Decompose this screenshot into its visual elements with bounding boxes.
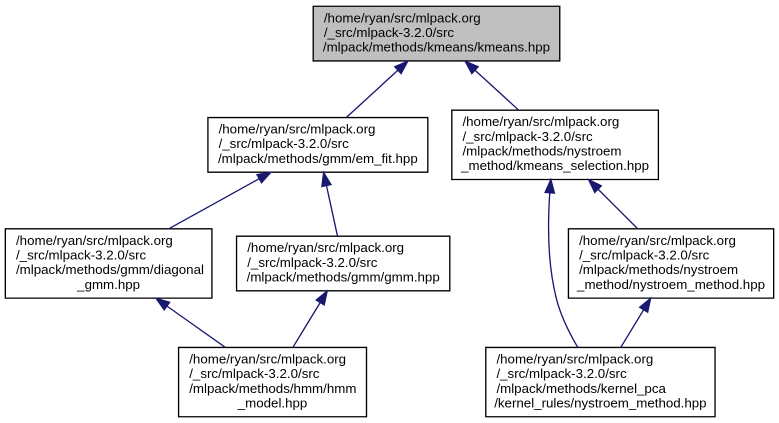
- svg-text:/mlpack/methods/kernel_pca: /mlpack/methods/kernel_pca: [496, 381, 666, 396]
- svg-text:/_src/mlpack-3.2.0/src: /_src/mlpack-3.2.0/src: [189, 366, 320, 381]
- svg-text:/mlpack/methods/gmm/diagonal: /mlpack/methods/gmm/diagonal: [16, 262, 204, 277]
- svg-text:/_src/mlpack-3.2.0/src: /_src/mlpack-3.2.0/src: [219, 136, 350, 151]
- svg-text:_gmm.hpp: _gmm.hpp: [76, 277, 140, 292]
- svg-text:/kernel_rules/nystroem_method.: /kernel_rules/nystroem_method.hpp: [494, 395, 706, 410]
- svg-text:/mlpack/methods/gmm/em_fit.hpp: /mlpack/methods/gmm/em_fit.hpp: [218, 151, 418, 166]
- svg-text:_method/nystroem_method.hpp: _method/nystroem_method.hpp: [576, 277, 765, 292]
- svg-text:/_src/mlpack-3.2.0/src: /_src/mlpack-3.2.0/src: [579, 247, 710, 262]
- svg-text:/_src/mlpack-3.2.0/src: /_src/mlpack-3.2.0/src: [16, 247, 147, 262]
- svg-text:/home/ryan/src/mlpack.org: /home/ryan/src/mlpack.org: [189, 351, 346, 366]
- svg-text:/mlpack/methods/nystroem: /mlpack/methods/nystroem: [462, 144, 621, 159]
- svg-text:/home/ryan/src/mlpack.org: /home/ryan/src/mlpack.org: [219, 122, 376, 137]
- svg-text:/home/ryan/src/mlpack.org: /home/ryan/src/mlpack.org: [247, 240, 404, 255]
- svg-text:_method/kmeans_selection.hpp: _method/kmeans_selection.hpp: [460, 158, 649, 173]
- svg-text:/home/ryan/src/mlpack.org: /home/ryan/src/mlpack.org: [579, 233, 736, 248]
- svg-text:/_src/mlpack-3.2.0/src: /_src/mlpack-3.2.0/src: [462, 129, 593, 144]
- svg-text:/_src/mlpack-3.2.0/src: /_src/mlpack-3.2.0/src: [496, 366, 627, 381]
- svg-text:/mlpack/methods/kmeans/kmeans.: /mlpack/methods/kmeans/kmeans.hpp: [323, 40, 550, 55]
- svg-text:/_src/mlpack-3.2.0/src: /_src/mlpack-3.2.0/src: [247, 255, 378, 270]
- svg-text:/_src/mlpack-3.2.0/src: /_src/mlpack-3.2.0/src: [324, 25, 455, 40]
- svg-text:/home/ryan/src/mlpack.org: /home/ryan/src/mlpack.org: [324, 10, 481, 25]
- svg-text:_model.hpp: _model.hpp: [237, 395, 308, 410]
- svg-text:/mlpack/methods/gmm/gmm.hpp: /mlpack/methods/gmm/gmm.hpp: [247, 269, 440, 284]
- svg-text:/home/ryan/src/mlpack.org: /home/ryan/src/mlpack.org: [462, 114, 619, 129]
- svg-text:/home/ryan/src/mlpack.org: /home/ryan/src/mlpack.org: [496, 351, 653, 366]
- svg-text:/mlpack/methods/hmm/hmm: /mlpack/methods/hmm/hmm: [189, 381, 356, 396]
- svg-text:/home/ryan/src/mlpack.org: /home/ryan/src/mlpack.org: [16, 233, 173, 248]
- svg-text:/mlpack/methods/nystroem: /mlpack/methods/nystroem: [579, 262, 738, 277]
